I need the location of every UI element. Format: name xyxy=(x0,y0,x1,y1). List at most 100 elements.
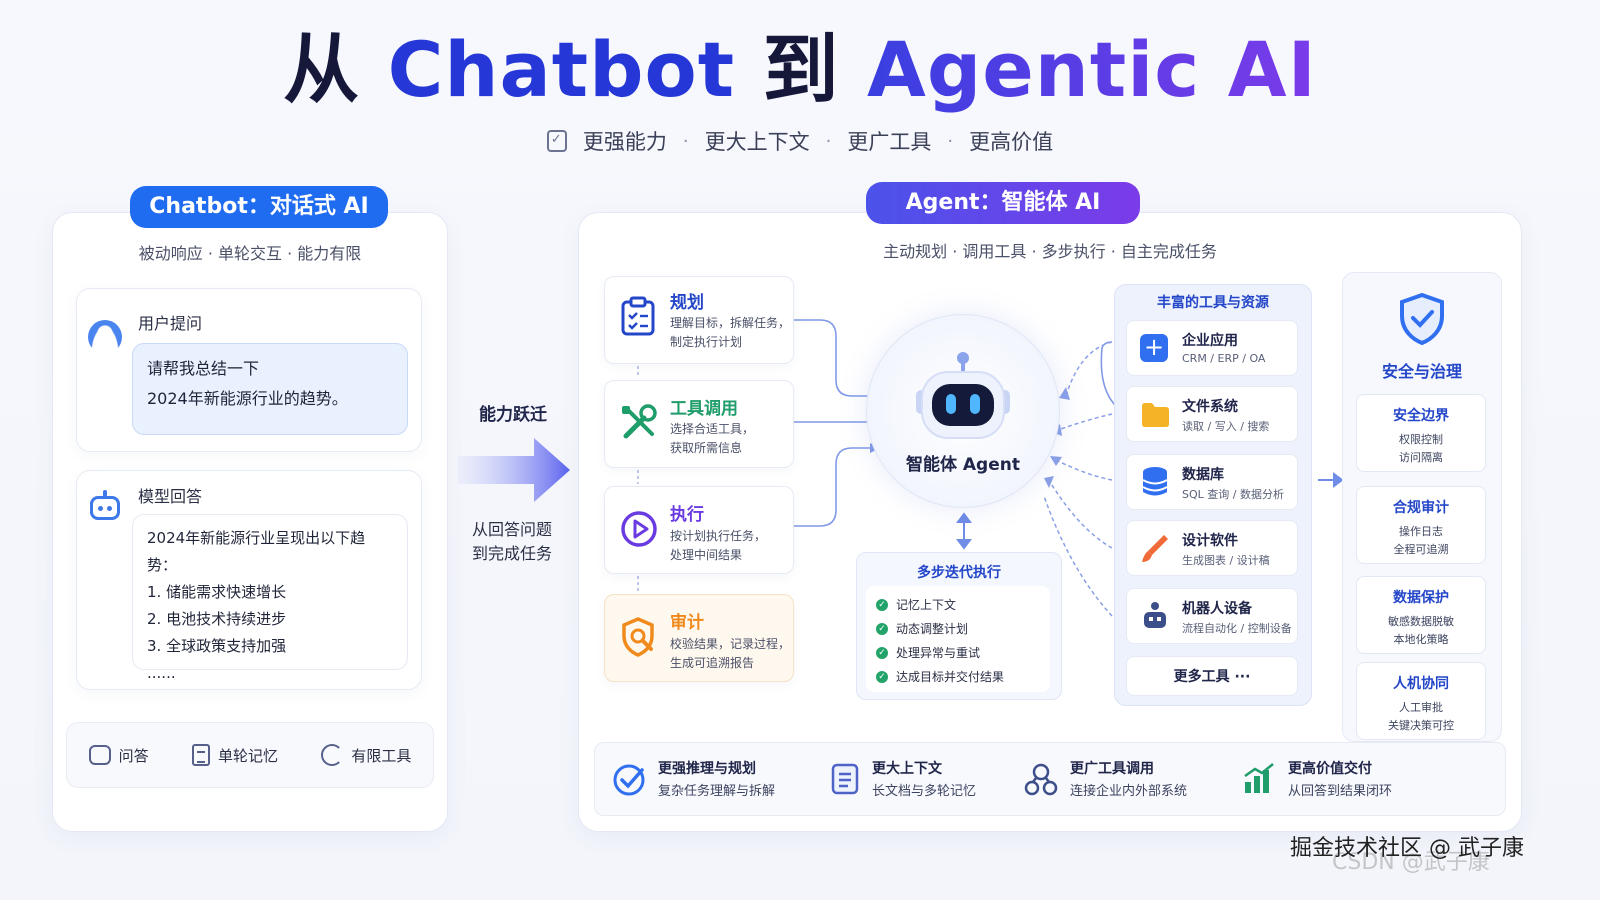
leap-subtitle-line: 从回答问题 xyxy=(471,520,552,539)
iteration-item: ✓ 动态调整计划 xyxy=(876,620,968,637)
benefit-desc: 复杂任务理解与拆解 xyxy=(658,784,776,799)
security-card-line: 权限控制 xyxy=(1399,433,1443,446)
step-title: 规划 xyxy=(670,293,704,313)
network-icon xyxy=(1024,763,1058,795)
step-desc-line: 制定执行计划 xyxy=(670,335,743,349)
iteration-item: ✓达成目标并交付结果 xyxy=(876,668,1004,685)
security-card-desc: 权限控制访问隔离 xyxy=(1357,431,1485,467)
step-desc-line: 校验结果，记录过程， xyxy=(670,637,791,651)
security-card-title: 合规审计 xyxy=(1393,500,1449,516)
step-desc-line: 按计划执行任务， xyxy=(670,529,767,543)
leap-label: 能力跃迁 xyxy=(479,405,547,425)
tool-sub: SQL 查询 / 数据分析 xyxy=(1182,488,1284,501)
robot-icon xyxy=(1144,602,1166,628)
iteration-item-label: 动态调整计划 xyxy=(896,622,969,636)
grid-plus-icon: + xyxy=(1140,334,1168,362)
tool-name: 企业应用 xyxy=(1182,333,1238,349)
check-icon: ✓ xyxy=(876,670,888,683)
clipboard-list-icon xyxy=(621,296,655,336)
subtitle-item: 更大上下文 xyxy=(704,130,810,154)
page-title: 从 Chatbot 到 Agentic AI xyxy=(0,22,1600,118)
brush-icon xyxy=(1142,535,1168,562)
security-card-line: 人工审批 xyxy=(1399,701,1443,714)
leap-subtitle: 从回答问题 到完成任务 xyxy=(452,518,572,566)
security-card-title: 数据保护 xyxy=(1393,590,1449,606)
subtitle-sep: · xyxy=(947,130,954,152)
benefit-title: 更广工具调用 xyxy=(1070,761,1154,777)
subtitle-item: 更广工具 xyxy=(847,130,932,154)
feature-single-memory: 单轮记忆 xyxy=(191,744,278,766)
benefit-item: 更广工具调用连接企业内外部系统 xyxy=(1024,758,1187,799)
user-message-line: 2024年新能源行业的趋势。 xyxy=(147,389,348,408)
security-card: 数据保护 敏感数据脱敏本地化策略 xyxy=(1356,576,1486,654)
answer-line: 2024年新能源行业呈现出以下趋势： xyxy=(147,529,366,574)
title-chatbot: Chatbot xyxy=(387,25,736,114)
chatbot-subtitle: 被动响应 · 单轮交互 · 能力有限 xyxy=(138,244,362,263)
check-icon: ✓ xyxy=(876,622,888,635)
bot-icon xyxy=(88,490,122,520)
robot-head-icon xyxy=(916,352,1010,439)
title-from: 从 xyxy=(283,25,361,114)
user-question-label: 用户提问 xyxy=(138,314,203,333)
answer-line: 1. 储能需求快速增长 xyxy=(147,583,287,601)
benefit-desc: 长文档与多轮记忆 xyxy=(872,784,977,799)
agent-pill: Agent：智能体 AI xyxy=(866,182,1140,224)
step-title: 审计 xyxy=(670,613,704,633)
security-card-line: 全程可追溯 xyxy=(1393,543,1449,556)
shield-search-icon xyxy=(622,617,654,657)
security-card-title: 人机协同 xyxy=(1393,676,1449,692)
more-tools-label: 更多工具 ··· xyxy=(1173,669,1251,685)
security-card-desc: 敏感数据脱敏本地化策略 xyxy=(1357,613,1485,649)
agent-subtitle: 主动规划 · 调用工具 · 多步执行 · 自主完成任务 xyxy=(883,242,1217,261)
benefit-desc: 从回答到结果闭环 xyxy=(1288,784,1393,799)
step-desc-line: 获取所需信息 xyxy=(670,441,743,455)
tool-name: 机器人设备 xyxy=(1182,601,1252,617)
agent-center-label: 智能体 Agent xyxy=(905,455,1020,475)
tool-sub: 流程自动化 / 控制设备 xyxy=(1182,622,1292,635)
security-card-line: 敏感数据脱敏 xyxy=(1388,615,1454,628)
tool-enterprise-apps xyxy=(1126,320,1298,376)
subtitle: 更强能力 · 更大上下文 · 更广工具 · 更高价值 xyxy=(0,126,1600,156)
answer-line: ...... xyxy=(147,664,176,682)
leap-subtitle-line: 到完成任务 xyxy=(471,544,552,563)
step-desc: 按计划执行任务， 处理中间结果 xyxy=(670,527,766,565)
watermark: 掘金技术社区 @ 武子康 xyxy=(1290,836,1524,861)
bar-chart-icon xyxy=(1244,762,1274,793)
subtitle-item: 更高价值 xyxy=(969,130,1054,154)
tool-sub: CRM / ERP / OA xyxy=(1182,352,1266,365)
security-card-line: 访问隔离 xyxy=(1399,451,1443,464)
feature-limited-tools: 有限工具 xyxy=(321,744,411,766)
iteration-title: 多步迭代执行 xyxy=(917,565,1001,581)
security-card: 人机协同 人工审批关键决策可控 xyxy=(1356,662,1486,740)
feature-label: 问答 xyxy=(118,746,149,765)
tool-name: 设计软件 xyxy=(1182,533,1238,549)
document-icon xyxy=(831,763,859,794)
clipboard-check-icon xyxy=(546,130,567,152)
tool-sub: 生成图表 / 设计稿 xyxy=(1182,554,1270,567)
security-title: 安全与治理 xyxy=(1381,362,1462,381)
document-icon xyxy=(191,744,210,766)
benefit-item: 更大上下文长文档与多轮记忆 xyxy=(830,758,976,799)
benefit-title: 更大上下文 xyxy=(872,761,942,777)
step-desc-line: 选择合适工具， xyxy=(670,422,755,436)
feature-label: 单轮记忆 xyxy=(217,746,278,765)
benefit-title: 更强推理与规划 xyxy=(658,761,756,777)
more-tools-button[interactable]: 更多工具 ··· xyxy=(1126,656,1298,696)
wrench-screwdriver-icon xyxy=(622,404,657,439)
feature-label: 有限工具 xyxy=(351,746,412,765)
benefit-item: 更高价值交付从回答到结果闭环 xyxy=(1242,758,1392,799)
subtitle-sep: · xyxy=(825,130,832,152)
leap-arrow-icon xyxy=(458,438,570,502)
tools-title: 丰富的工具与资源 xyxy=(1157,295,1269,311)
chatbot-feature-bar: 问答 单轮记忆 有限工具 xyxy=(66,722,434,788)
title-agentic: Agentic AI xyxy=(867,25,1317,114)
tool-sub: 读取 / 写入 / 搜索 xyxy=(1182,420,1270,433)
benefit-item: 更强推理与规划复杂任务理解与拆解 xyxy=(612,758,775,799)
security-card-line: 操作日志 xyxy=(1399,525,1443,538)
model-answer-label: 模型回答 xyxy=(138,487,203,506)
step-desc-line: 理解目标，拆解任务， xyxy=(670,316,791,330)
iteration-item-label: 记忆上下文 xyxy=(896,598,957,612)
step-desc: 理解目标，拆解任务， 制定执行计划 xyxy=(670,314,790,352)
subtitle-item: 更强能力 xyxy=(582,130,667,154)
step-desc-line: 生成可追溯报告 xyxy=(670,656,755,670)
